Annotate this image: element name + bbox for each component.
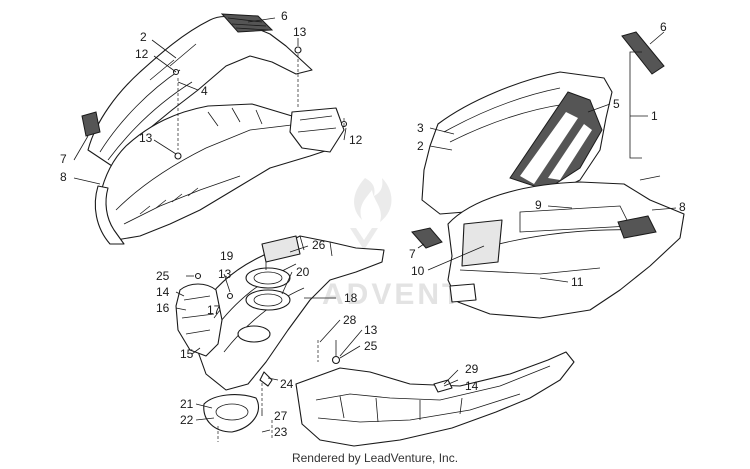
lower-bumper-tab <box>449 283 477 303</box>
callout-labels: 6 13 2 12 4 13 12 7 8 6 5 1 3 2 9 8 7 10… <box>60 9 686 439</box>
watermark-logo <box>350 178 392 250</box>
callout-label: 25 <box>156 269 170 283</box>
clip-24 <box>259 371 273 387</box>
callout-label: 9 <box>535 198 542 212</box>
callout-label: 13 <box>218 267 232 281</box>
callout-label: 21 <box>180 397 194 411</box>
callout-label: 11 <box>571 275 584 289</box>
callout-label: 7 <box>409 247 416 261</box>
callout-label: 25 <box>364 339 378 353</box>
callout-label: 12 <box>135 47 149 61</box>
callout-label: 6 <box>660 20 667 34</box>
callout-label: 14 <box>465 379 479 393</box>
callout-label: 13 <box>139 131 153 145</box>
callout-label: 13 <box>364 323 378 337</box>
callout-label: 2 <box>140 30 147 44</box>
hood-upper-shell <box>87 15 313 167</box>
side-panel-assembly-right <box>411 31 685 319</box>
callout-label: 16 <box>156 301 170 315</box>
side-vent-right <box>411 227 443 249</box>
callout-label: 8 <box>679 200 686 214</box>
callout-label: 18 <box>344 291 358 305</box>
screw-25-right <box>331 355 341 365</box>
callout-label: 13 <box>293 25 307 39</box>
callout-label: 2 <box>417 139 424 153</box>
foam-pad-26 <box>261 235 301 263</box>
decal-panel-10 <box>461 219 503 267</box>
callout-label: 15 <box>180 347 194 361</box>
callout-label: 20 <box>296 265 310 279</box>
belly-pan-assembly <box>295 340 575 447</box>
hood-side-bumper <box>94 185 125 245</box>
callout-label: 19 <box>220 249 234 263</box>
callout-label: 17 <box>207 303 221 317</box>
vent-grille-top-right <box>621 31 665 75</box>
clip-29 <box>433 379 453 393</box>
lower-duct-21 <box>203 394 259 433</box>
footer-credit: Rendered by LeadVenture, Inc. <box>291 451 459 465</box>
screw-13-top <box>294 46 302 54</box>
callout-label: 4 <box>201 84 208 98</box>
vent-slot-lower <box>617 215 657 239</box>
callout-label: 10 <box>411 264 425 278</box>
callout-label: 22 <box>180 413 194 427</box>
callout-label: 27 <box>274 409 288 423</box>
duct-ring-lower <box>237 325 271 343</box>
callout-label: 8 <box>60 170 67 184</box>
callout-label: 28 <box>343 313 357 327</box>
callout-label: 1 <box>651 109 658 123</box>
hood-assembly-left <box>81 13 348 245</box>
callout-label: 14 <box>156 285 170 299</box>
duct-ring-19 <box>245 267 291 289</box>
screw-13-lower <box>226 292 234 300</box>
console-airbox-assembly <box>175 235 385 442</box>
duct-ring-20 <box>245 289 291 311</box>
callout-label: 29 <box>465 362 479 376</box>
callout-label: 7 <box>60 152 67 166</box>
side-light-left <box>81 111 101 137</box>
callout-label: 12 <box>349 133 363 147</box>
screw-13-mid <box>174 152 182 160</box>
callout-label: 5 <box>613 97 620 111</box>
screw-25-left <box>194 272 202 280</box>
belly-pan <box>295 351 575 447</box>
leader-lines <box>73 17 677 433</box>
callout-label: 24 <box>280 377 294 391</box>
callout-label: 26 <box>312 238 326 252</box>
callout-label: 6 <box>281 9 288 23</box>
callout-label: 23 <box>274 425 288 439</box>
callout-label: 3 <box>417 121 424 135</box>
side-duct-panel <box>175 283 223 357</box>
